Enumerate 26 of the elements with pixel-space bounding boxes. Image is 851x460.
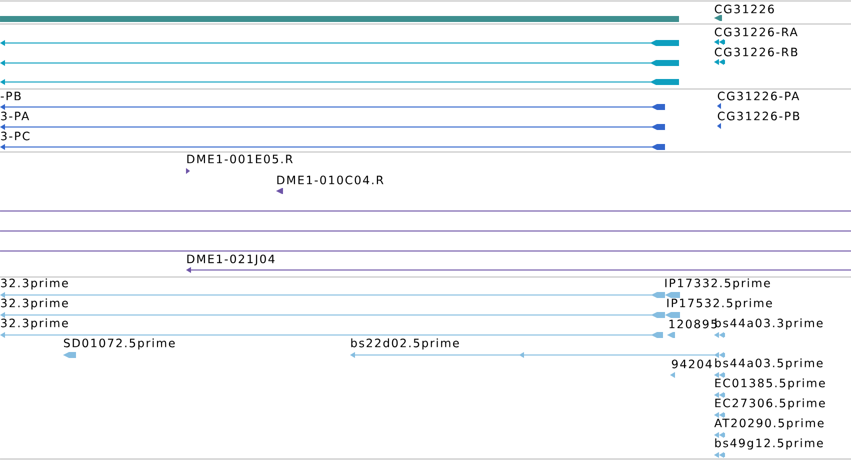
feature-label: 120895: [669, 320, 717, 328]
feature-label: CG31226: [714, 4, 774, 14]
feature-label: SD01072.5prime: [64, 338, 175, 350]
feature-label: CG31226-PB: [718, 112, 800, 120]
feature-label: CG31226-RA: [714, 28, 798, 36]
feature-label: DME1-001E05.R: [187, 154, 293, 164]
feature-label: 32.3prime: [1, 318, 68, 330]
feature-label: AT20290.5prime: [714, 418, 824, 430]
feature-label: 94204: [672, 360, 712, 368]
feature-label: -PB: [0, 92, 21, 100]
feature-label: EC01385.5prime: [715, 378, 825, 390]
feature-label: CG31226-RB: [714, 48, 798, 56]
feature-label: CG31226-PA: [718, 92, 800, 100]
feature-label: 3-PA: [1, 112, 30, 120]
feature-label: 3-PC: [1, 132, 30, 140]
feature-label: bs44a03.5prime: [715, 358, 823, 370]
feature-label: bs49g12.5prime: [715, 438, 823, 450]
feature-label: DME1-010C04.R: [277, 176, 384, 184]
feature-label: bs22d02.5prime: [351, 338, 459, 350]
feature-label: 32.3prime: [1, 298, 68, 310]
feature-label: IP17532.5prime: [667, 298, 772, 310]
feature-label: EC27306.5prime: [715, 398, 825, 410]
feature-label: 32.3prime: [1, 278, 68, 290]
feature-label: bs44a03.3prime: [715, 318, 823, 330]
feature-label: IP17332.5prime: [665, 278, 770, 290]
feature-label: DME1-021J04: [187, 254, 275, 266]
